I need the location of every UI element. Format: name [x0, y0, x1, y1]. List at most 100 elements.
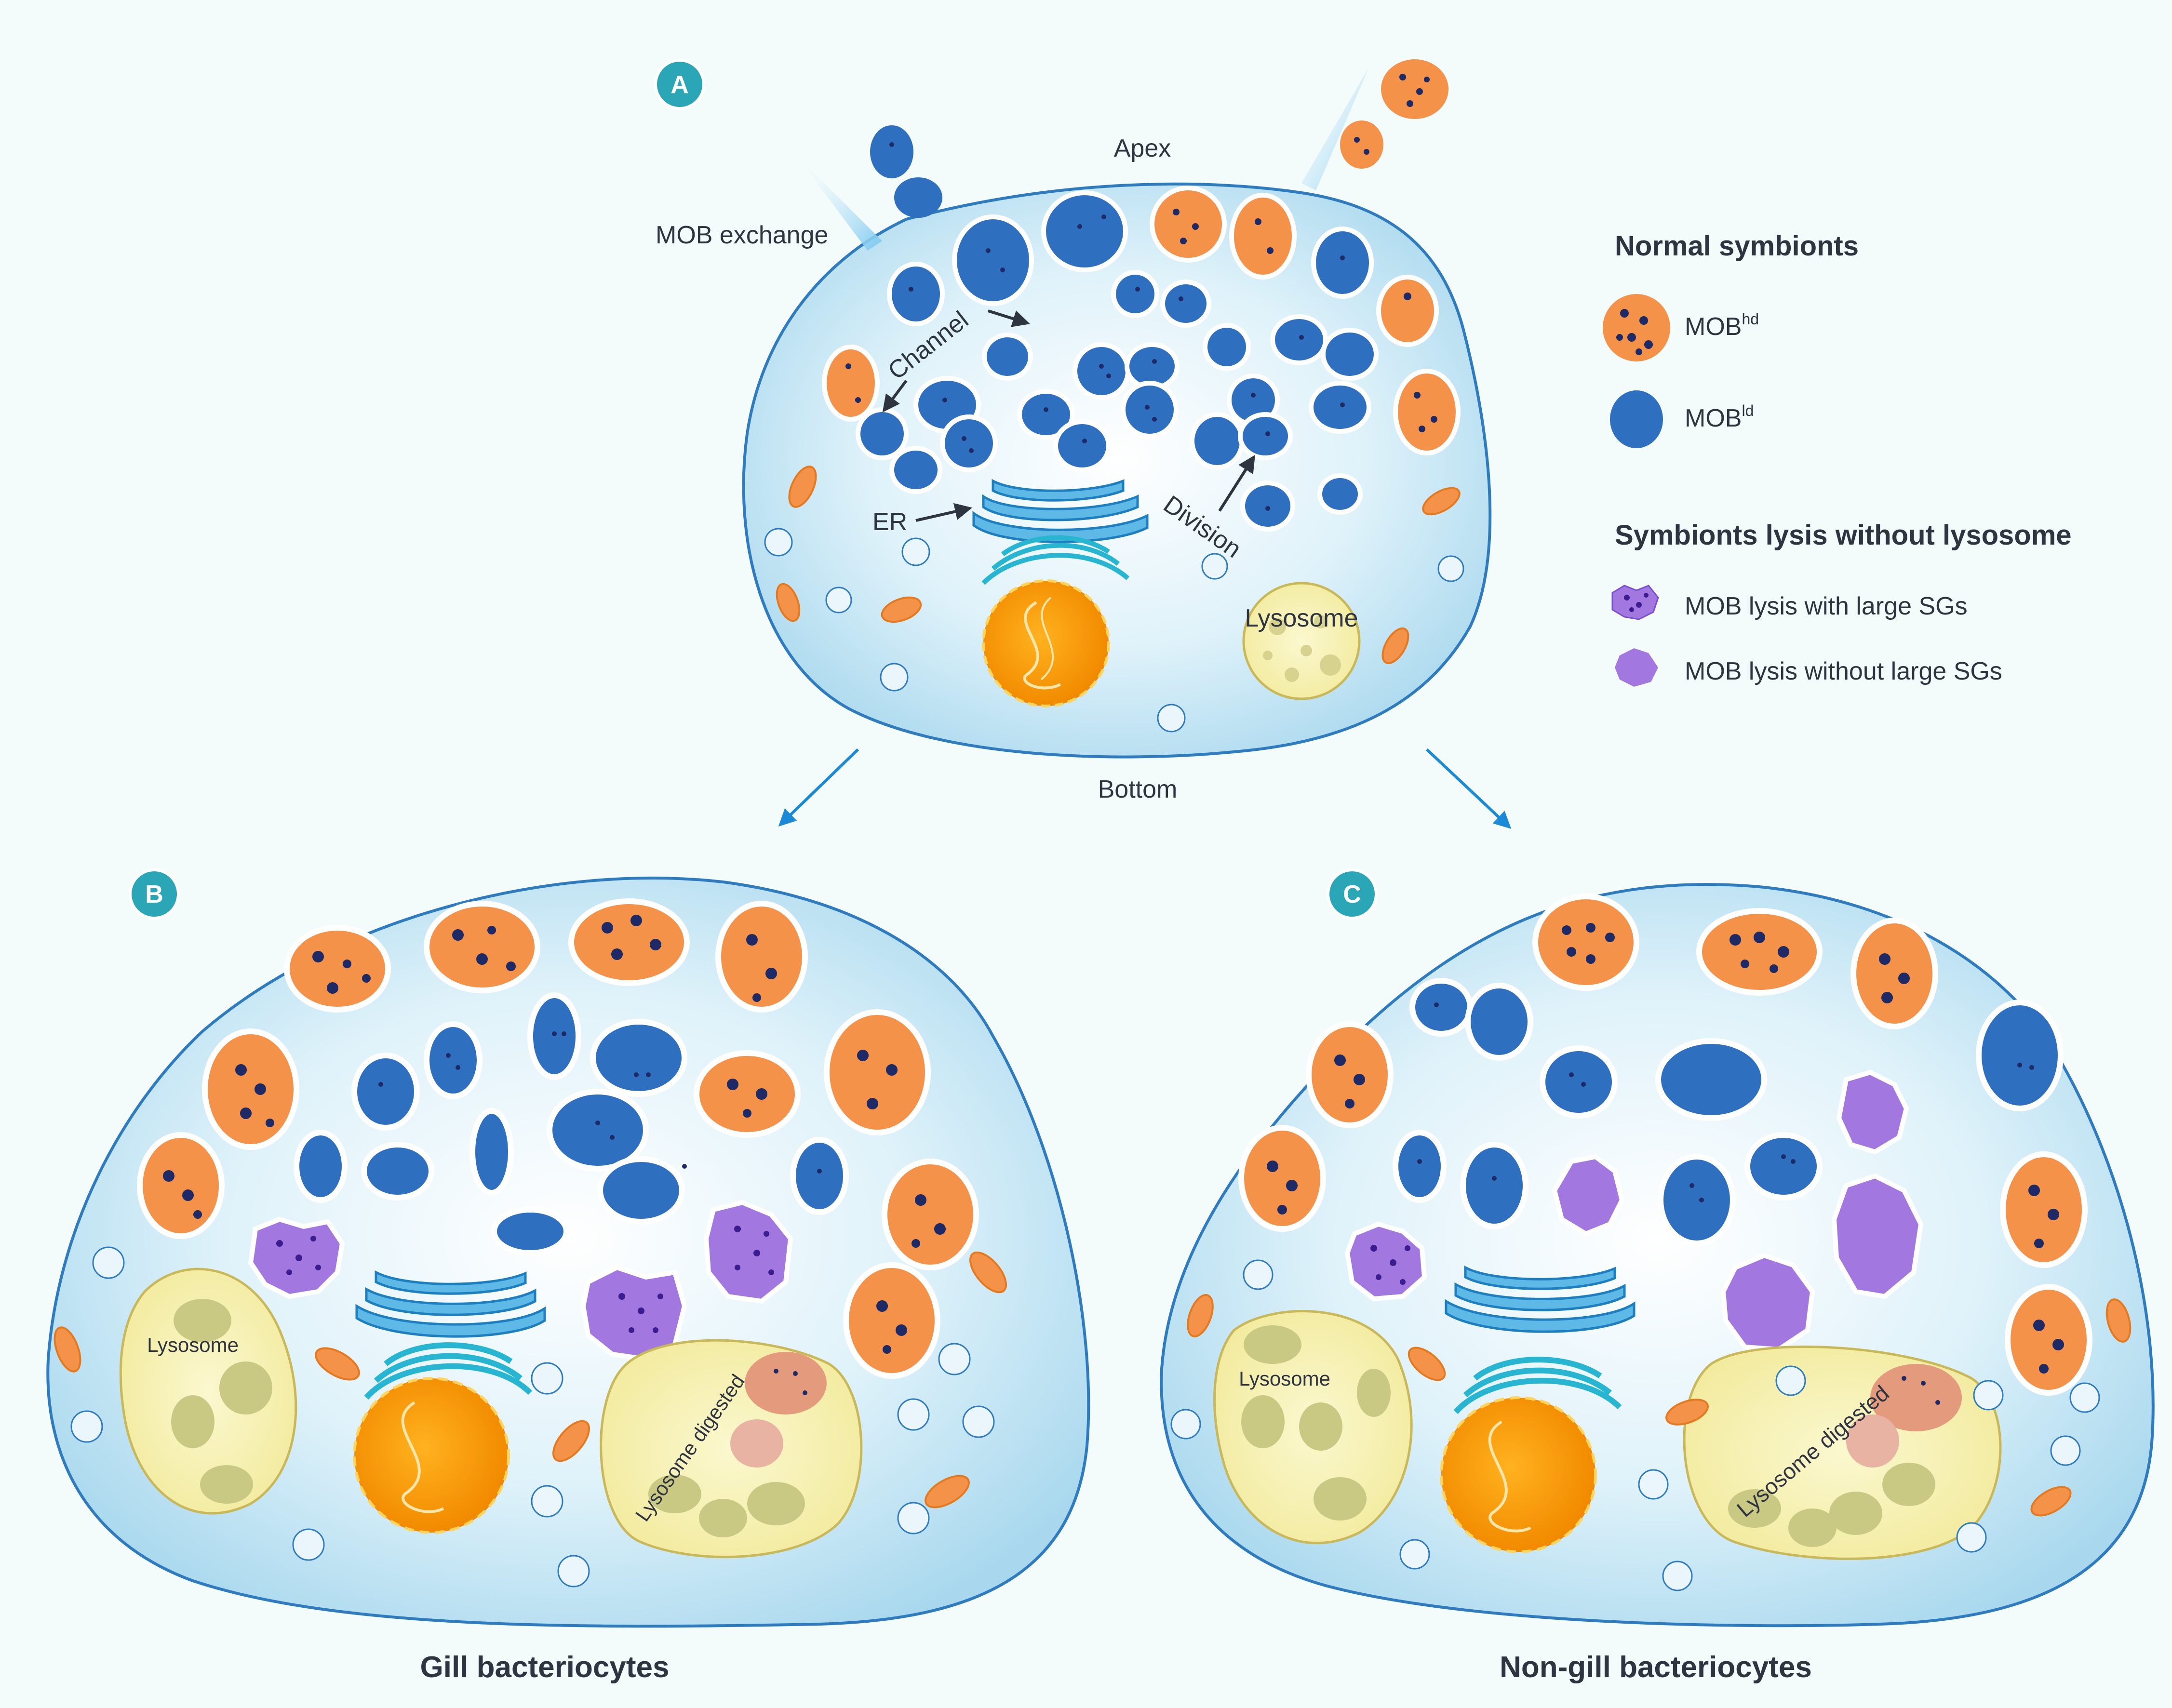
mob-hd — [2000, 1151, 2088, 1268]
mob-hd — [137, 1132, 225, 1239]
mob-hd — [1229, 193, 1297, 280]
lysis-large-sg — [1344, 1221, 1427, 1302]
mob-ld — [351, 1053, 420, 1131]
legend-mob-hd-label: MOBhd — [1685, 310, 1759, 341]
mob-hd-cluster-c — [1238, 894, 2092, 1396]
mob-exchange-label: MOB exchange — [656, 221, 828, 249]
mob-ld — [856, 407, 909, 460]
mob-ld — [361, 1142, 434, 1201]
badge-b — [129, 868, 180, 920]
mob-hd — [1150, 186, 1227, 263]
mob-hd — [568, 898, 690, 986]
mob-hd — [694, 1050, 801, 1138]
nucleus-a — [982, 579, 1110, 707]
mob-hd — [1393, 369, 1461, 455]
mob-ld — [1270, 314, 1328, 365]
mob-ld-cluster-c — [1393, 978, 2064, 1246]
nucleus-b — [353, 1377, 510, 1534]
legend-lysis-large-label: MOB lysis with large SGs — [1685, 592, 1968, 620]
mob-ld — [1311, 227, 1374, 299]
mob-hd — [202, 1028, 299, 1150]
caption-c: Non-gill bacteriocytes — [1500, 1651, 1812, 1684]
arrow-to-c — [1425, 748, 1512, 829]
nucleus-c — [1440, 1396, 1597, 1553]
panel-c: Lysosome Lysosome digested C Non-gill ba… — [1160, 868, 2155, 1684]
mob-ld — [887, 262, 945, 326]
mob-exchange-arrow-left — [795, 154, 882, 251]
lysosome-digested-b: Lysosome digested — [600, 1339, 863, 1559]
legend-mob-ld-swatch — [1610, 390, 1663, 448]
mob-ld — [491, 1207, 569, 1256]
er-label: ER — [872, 508, 907, 536]
lysis-small-sg — [1720, 1253, 1815, 1352]
legend-normal-title: Normal symbionts — [1615, 230, 1859, 262]
mob-ld — [1409, 978, 1473, 1037]
legend-lysis-small-swatch — [1615, 648, 1658, 687]
mob-ld — [1317, 473, 1363, 515]
mob-ld — [1160, 280, 1211, 328]
mob-ld — [982, 333, 1033, 381]
vesicles-c — [1170, 1259, 2100, 1591]
mob-hd — [882, 1159, 979, 1270]
badge-b-text: B — [145, 881, 163, 908]
lysis-large-sg — [703, 1200, 793, 1304]
lysis-small-sg — [1836, 1069, 1909, 1155]
mob-ld — [547, 1089, 649, 1172]
mob-ld — [889, 446, 942, 494]
panel-b: Lysosome Lysosome digested B Gill bacter… — [46, 868, 1090, 1684]
mob-hd — [284, 925, 391, 1013]
lysosome-c: Lysosome — [1213, 1310, 1413, 1545]
mob-hd — [1306, 1021, 1394, 1128]
er-stack-c — [1445, 1265, 1636, 1333]
legend-lysis-small-label: MOB lysis without large SGs — [1685, 657, 2002, 685]
cell-body-a — [742, 182, 1492, 759]
badge-c-text: C — [1343, 881, 1361, 908]
mob-ld — [1309, 381, 1371, 434]
mob-hd-outside — [1381, 59, 1448, 119]
mob-exchange-arrow-right — [1301, 67, 1369, 190]
lysosome-label-c: Lysosome — [1239, 1367, 1330, 1390]
mob-hd — [822, 345, 880, 422]
golgi-b — [364, 1342, 533, 1400]
mob-ld — [1460, 1142, 1528, 1229]
legend-mob-ld-label: MOBld — [1685, 402, 1754, 432]
vesicles-a — [764, 528, 1464, 733]
mob-ld — [424, 1021, 483, 1099]
lysis-small-sg — [1831, 1173, 1924, 1299]
mob-hd-cluster-b — [137, 898, 979, 1379]
badge-a — [654, 59, 705, 110]
mitochondria-a — [776, 466, 1461, 665]
mob-ld — [1655, 1038, 1767, 1121]
mob-ld — [1111, 270, 1159, 318]
lysosome-label-a: Lysosome — [1245, 604, 1358, 632]
mob-hd-outside — [1340, 120, 1383, 169]
golgi-a — [981, 535, 1130, 585]
vesicles-b — [70, 1246, 995, 1588]
lysis-b — [248, 1200, 793, 1362]
mob-ld — [1053, 419, 1111, 472]
mob-hd — [1696, 908, 1823, 996]
mob-hd-cluster-a — [822, 186, 1461, 455]
golgi-c — [1453, 1357, 1622, 1414]
mob-ld — [1540, 1045, 1618, 1119]
mob-hd — [1850, 918, 1938, 1029]
channel-arrow — [988, 309, 1030, 327]
bottom-label: Bottom — [1098, 775, 1178, 803]
mob-ld — [590, 1019, 687, 1097]
mob-ld-cluster-a — [856, 190, 1379, 532]
mob-hd — [1376, 275, 1439, 347]
badge-a-text: A — [670, 71, 689, 99]
mob-ld — [1976, 1000, 2064, 1111]
apex-label: Apex — [1114, 134, 1171, 162]
division-arrow — [1218, 454, 1255, 512]
lysosome-b: Lysosome — [119, 1268, 297, 1515]
mob-ld — [1658, 1154, 1736, 1246]
mob-hd — [1532, 894, 1639, 991]
mob-ld — [469, 1108, 514, 1196]
lysis-small-sg — [1552, 1154, 1625, 1237]
badge-c — [1327, 868, 1378, 920]
mob-ld — [294, 1130, 348, 1203]
mob-ld — [1121, 381, 1179, 439]
mob-ld — [1203, 323, 1251, 371]
mob-ld — [1238, 412, 1293, 460]
